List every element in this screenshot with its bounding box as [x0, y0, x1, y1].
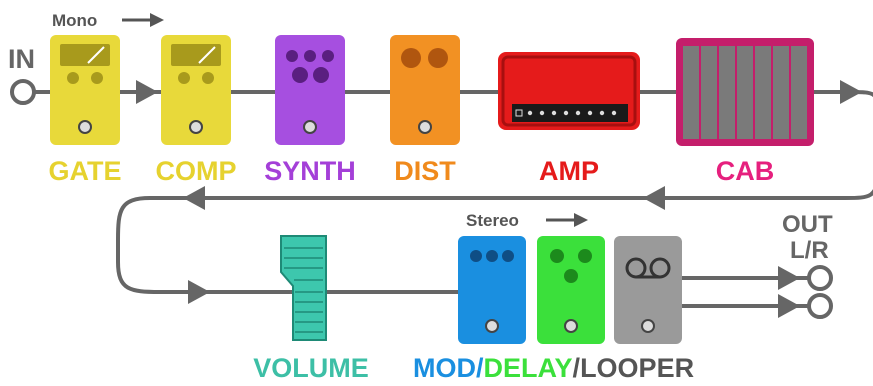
footswitch-icon [418, 120, 432, 134]
output-jack-right-icon [807, 293, 833, 319]
looper-pedal[interactable] [614, 236, 682, 344]
arrow-left-icon [643, 186, 665, 210]
looper-label: LOOPER [580, 353, 694, 383]
cab-label: CAB [716, 156, 775, 186]
knob-icon [428, 48, 448, 68]
knob-icon [178, 72, 190, 84]
knob-icon [578, 249, 592, 263]
cable-return-curve [844, 90, 873, 200]
knob-icon [502, 250, 514, 262]
out-label: OUT [782, 211, 833, 238]
mono-arrow-icon [122, 13, 164, 27]
knob-icon [91, 72, 103, 84]
volume-pedal[interactable] [280, 235, 327, 341]
footswitch-icon [641, 319, 655, 333]
volume-label: VOLUME [253, 353, 369, 383]
flow-arrows [136, 80, 862, 318]
output-jack-left-icon [807, 265, 833, 291]
tape-loop-icon [625, 257, 671, 279]
in-label: IN [8, 44, 35, 74]
cabinet[interactable] [676, 38, 814, 146]
input-jack-icon [10, 79, 36, 105]
knob-icon [564, 269, 578, 283]
amp-head[interactable] [498, 52, 640, 130]
dist-label: DIST [394, 156, 456, 186]
arrow-right-icon [778, 294, 800, 318]
knob-icon [67, 72, 79, 84]
knob-icon [486, 250, 498, 262]
knob-icon [292, 67, 308, 83]
amp-label: AMP [539, 156, 599, 186]
arrow-right-icon [778, 266, 800, 290]
knob-icon [550, 249, 564, 263]
comp-label: COMP [156, 156, 237, 186]
mod-label: MOD [413, 353, 476, 383]
slash-2: / [573, 353, 581, 383]
delay-label: DELAY [484, 353, 573, 383]
arrow-right-icon [188, 280, 210, 304]
knob-icon [202, 72, 214, 84]
cable-left-curve [116, 196, 161, 294]
synth-label: SYNTH [264, 156, 356, 186]
out-lr-label: L/R [790, 237, 829, 264]
footswitch-icon [485, 319, 499, 333]
knob-icon [313, 67, 329, 83]
arrow-right-icon [840, 80, 862, 104]
stereo-arrow-icon [546, 213, 588, 227]
delay-pedal[interactable] [537, 236, 605, 344]
gate-label: GATE [49, 156, 122, 186]
gate-pedal[interactable] [50, 35, 120, 145]
stereo-label: Stereo [466, 211, 519, 230]
knob-icon [470, 250, 482, 262]
arrow-right-icon [136, 80, 158, 104]
footswitch-icon [78, 120, 92, 134]
mod-delay-looper-label: MOD/DELAY/LOOPER [413, 353, 694, 383]
knob-icon [286, 50, 298, 62]
footswitch-icon [189, 120, 203, 134]
comp-pedal[interactable] [161, 35, 231, 145]
footswitch-icon [303, 120, 317, 134]
knob-icon [304, 50, 316, 62]
amp-knobs [527, 110, 617, 116]
knob-icon [322, 50, 334, 62]
slash-1: / [476, 353, 484, 383]
mod-pedal[interactable] [458, 236, 526, 344]
knob-icon [401, 48, 421, 68]
synth-pedal[interactable] [275, 35, 345, 145]
footswitch-icon [564, 319, 578, 333]
mono-label: Mono [52, 11, 97, 30]
arrow-left-icon [183, 186, 205, 210]
dist-pedal[interactable] [390, 35, 460, 145]
